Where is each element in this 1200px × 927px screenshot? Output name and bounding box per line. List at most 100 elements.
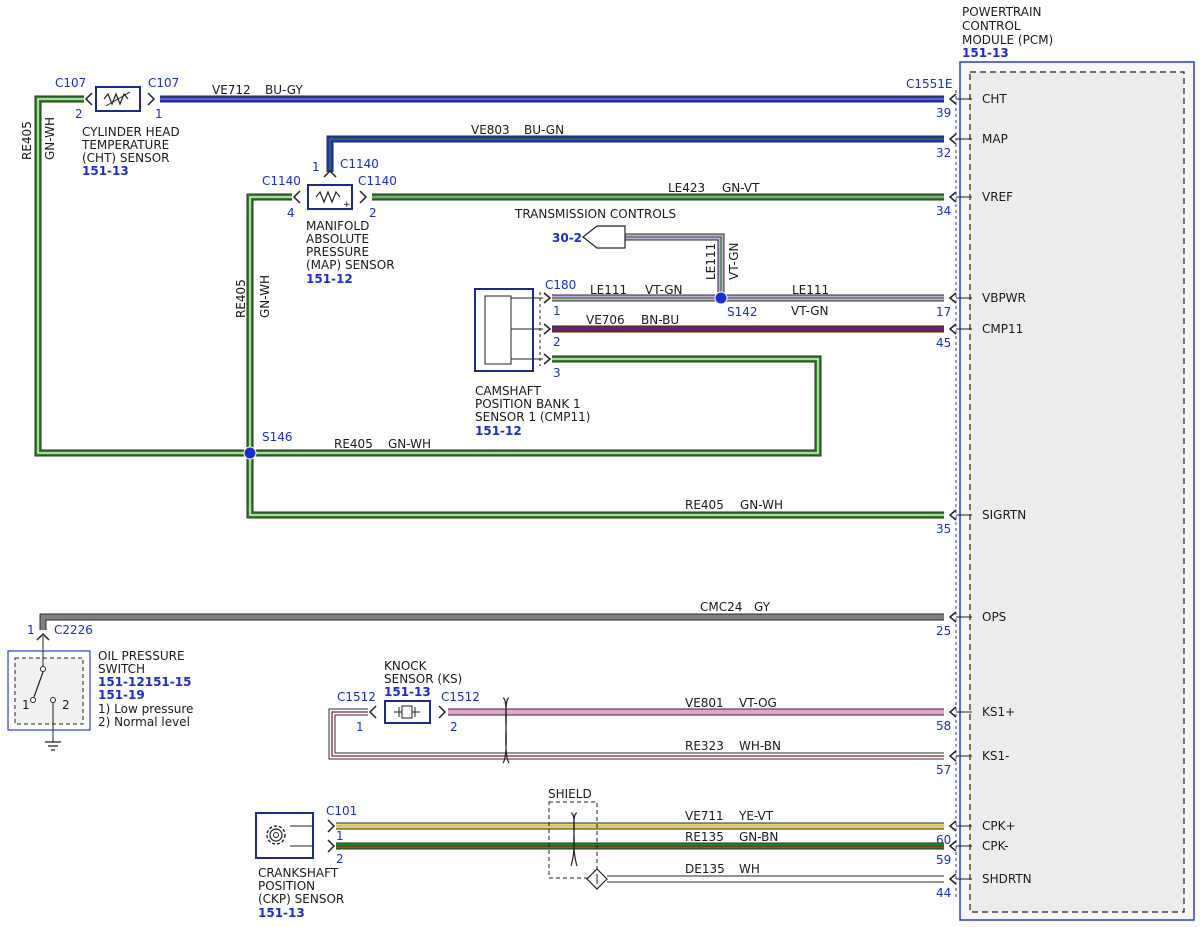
ops-sw2: 2 (62, 698, 70, 712)
wire-map-color: BU-GN (524, 123, 564, 137)
map-label-1: MANIFOLD (306, 219, 369, 233)
pcm-title-3: MODULE (PCM) (962, 33, 1053, 47)
map-pin-top: 1 (312, 160, 320, 174)
cht-label-3: (CHT) SENSOR (82, 151, 170, 165)
twisted-pair-ks-icon (502, 697, 510, 764)
ops-contact-2 (50, 697, 56, 703)
oil-pressure-switch[interactable]: 1 2 1 C2226 OIL PRESSURE SWITCH 151-1215… (7, 623, 193, 751)
ks-conn-left: C1512 (337, 690, 376, 704)
transmission-controls-ref[interactable]: TRANSMISSION CONTROLS 30-2 (514, 207, 676, 249)
cmp-label-3: SENSOR 1 (CMP11) (475, 410, 590, 424)
pcm-pin-arrow-icon (948, 93, 957, 105)
map-sensor[interactable]: + 1 C1140 C1140 C1140 4 2 MANIFOLD ABSOL… (262, 157, 397, 286)
wire-re405-mid[interactable] (246, 193, 944, 519)
ckp-ref[interactable]: 151-13 (258, 906, 305, 920)
cht-ref[interactable]: 151-13 (82, 164, 129, 178)
map-pin-right: 2 (369, 206, 377, 220)
ops-sw1: 1 (22, 698, 30, 712)
pcm-pin-signal-vbpwr: VBPWR (982, 291, 1026, 305)
ops-switch-arm-icon (33, 671, 44, 698)
pcm-pin-list: CHT39MAP32VREF34VBPWR17CMP1145SIGRTN35OP… (936, 92, 1032, 900)
cht-label-2: TEMPERATURE (81, 138, 169, 152)
ckp-pin2: 2 (336, 852, 344, 866)
wire-re405-left[interactable] (34, 95, 822, 457)
pcm-pin-number: 35 (936, 522, 951, 536)
map-pin1-arrow-icon (323, 169, 337, 178)
wire-vbpwr-a-color: VT-GN (645, 283, 682, 297)
pcm-pin-number: 34 (936, 204, 951, 218)
knock-sensor[interactable]: KNOCK SENSOR (KS) 151-13 C1512 C1512 1 2 (337, 659, 480, 734)
wire-vbpwr-vert-color: VT-GN (727, 243, 741, 280)
wire-shdrtn-color: WH (739, 862, 760, 876)
map-conn-left: C1140 (262, 174, 301, 188)
thermistor-icon (103, 92, 129, 106)
pcm-pin-arrow-icon (948, 323, 957, 335)
cht-sensor[interactable]: C107 C107 2 1 CYLINDER HEAD TEMPERATURE … (55, 76, 180, 178)
shield: SHIELD (502, 697, 608, 890)
map-conn-right: C1140 (358, 174, 397, 188)
wire-labels: VE712 BU-GY VE803 BU-GN LE423 GN-VT LE11… (20, 83, 829, 876)
trans-ref[interactable]: 30-2 (552, 231, 582, 245)
cmp-ref[interactable]: 151-12 (475, 424, 522, 438)
wire-ks-neg-circuit: RE323 (685, 739, 724, 753)
pcm-pin-arrow-icon (948, 133, 957, 145)
wire-vbpwr-vert[interactable] (625, 233, 725, 298)
wire-ckp-pos-circuit: VE711 (685, 809, 724, 823)
cht-pin2-arrow-icon (84, 92, 93, 106)
pcm-connector-label: C1551E (906, 77, 953, 91)
pcm-module[interactable]: POWERTRAIN CONTROL MODULE (PCM) 151-13 C… (906, 5, 1195, 921)
pcm-pin-signal-sigrtn: SIGRTN (982, 508, 1026, 522)
ops-note-1: 1) Low pressure (98, 702, 193, 716)
wire-sigrtn-color: GN-WH (740, 498, 783, 512)
cmp-label-2: POSITION BANK 1 (475, 397, 581, 411)
map-ref[interactable]: 151-12 (306, 272, 353, 286)
ops-contact-top (40, 666, 46, 672)
cmp-label-1: CAMSHAFT (475, 384, 541, 398)
ckp-sensor[interactable]: C101 1 2 CRANKSHAFT POSITION (CKP) SENSO… (255, 804, 357, 920)
wire-ks-pos-color: VT-OG (739, 696, 777, 710)
wire-re405-mid-color: GN-WH (258, 275, 272, 318)
pcm-title-1: POWERTRAIN (962, 5, 1042, 19)
ops-ref-1[interactable]: 151-12151-15 (98, 675, 191, 689)
pcm-title-2: CONTROL (962, 19, 1021, 33)
wire-layer (34, 95, 944, 883)
cmp-sensor[interactable]: C180 1 2 3 CAMSHAFT POSITION BANK 1 SENS… (474, 278, 590, 438)
cmp-conn: C180 (545, 278, 576, 292)
pcm-pin-number: 44 (936, 886, 951, 900)
cmp-sensor-inner (484, 295, 512, 365)
wire-ops-color: GY (754, 600, 771, 614)
wire-sigrtn-circuit: RE405 (685, 498, 724, 512)
wire-vbpwr-b-color: VT-GN (791, 304, 828, 318)
wire-ckp-pos-color: YE-VT (738, 809, 774, 823)
cmp-pin1-arrow-icon (543, 292, 552, 304)
pcm-pin-number: 58 (936, 719, 951, 733)
splice-s142[interactable] (714, 291, 728, 305)
ops-note-2: 2) Normal level (98, 715, 190, 729)
pcm-pin-signal-cpk: CPK- (982, 839, 1009, 853)
pcm-pin-signal-vref: VREF (982, 190, 1013, 204)
pcm-ref[interactable]: 151-13 (962, 46, 1009, 60)
wire-map[interactable] (326, 135, 944, 172)
wire-ks-neg[interactable] (328, 708, 944, 760)
cht-conn-right: C107 (148, 76, 179, 90)
wire-ops[interactable] (39, 613, 944, 630)
wire-vref-color: GN-VT (722, 181, 760, 195)
splice-s146-label: S146 (262, 430, 293, 444)
ops-ref-2[interactable]: 151-19 (98, 688, 145, 702)
ks-pin-right: 2 (450, 720, 458, 734)
pcm-pin-arrow-icon (948, 820, 957, 832)
ks-ref[interactable]: 151-13 (384, 685, 431, 699)
ckp-conn: C101 (326, 804, 357, 818)
wire-cmp11-color: BN-BU (641, 313, 679, 327)
pcm-pin-arrow-icon (948, 191, 957, 203)
splice-s146[interactable] (243, 446, 257, 460)
pcm-pin-signal-ks1: KS1+ (982, 705, 1015, 719)
ks-label-1: KNOCK (384, 659, 428, 673)
pcm-pin-arrow-icon (948, 706, 957, 718)
wire-cmp11-circuit: VE706 (586, 313, 625, 327)
pcm-pin-number: 25 (936, 624, 951, 638)
wire-map-circuit: VE803 (471, 123, 510, 137)
map-conn-top: C1140 (340, 157, 379, 171)
ks-conn-right: C1512 (441, 690, 480, 704)
